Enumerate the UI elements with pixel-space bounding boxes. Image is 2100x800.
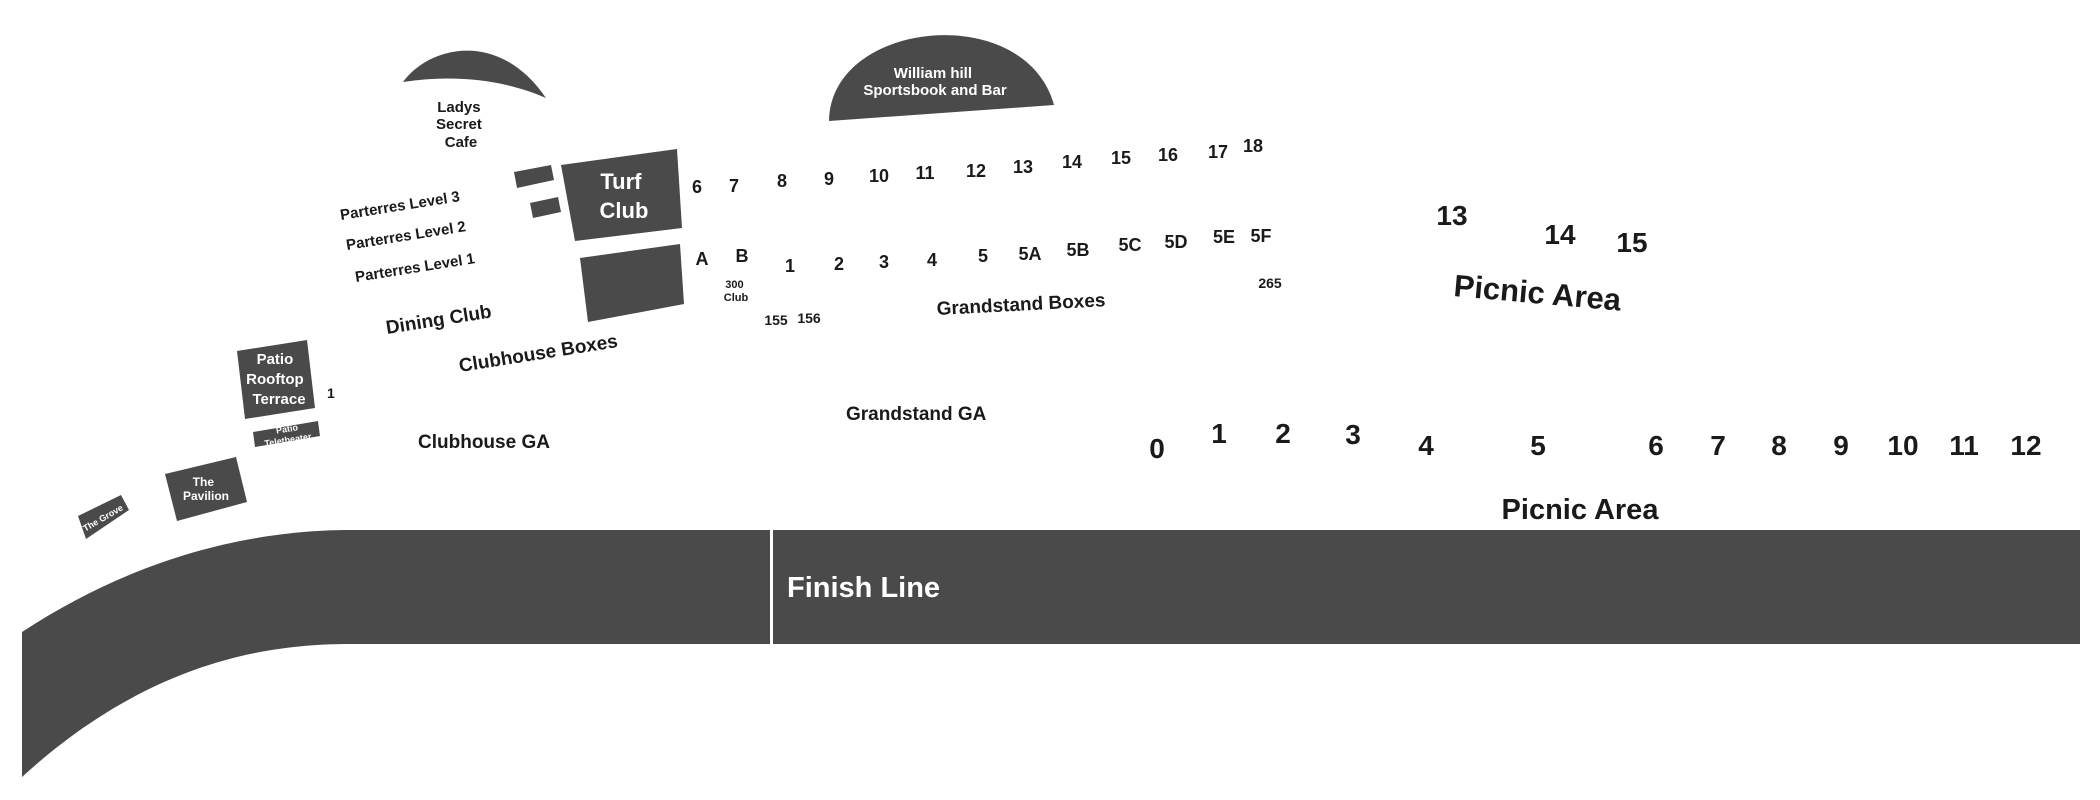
section-label[interactable]: 1 [785, 256, 795, 276]
parterres-level-2-box[interactable] [530, 197, 561, 218]
section-label[interactable]: 2 [834, 254, 844, 274]
section-label[interactable]: 9 [824, 169, 834, 189]
club-300-label[interactable]: 300 Club [724, 279, 749, 304]
section-label[interactable]: 3 [879, 252, 889, 272]
picnic-section-label[interactable]: 11 [1949, 430, 1979, 461]
section-156-label[interactable]: 156 [797, 310, 821, 326]
section-label[interactable]: 10 [869, 166, 889, 186]
clubhouse-ga-label: Clubhouse GA [418, 432, 550, 453]
section-label[interactable]: 5 [978, 246, 988, 266]
picnic-section-label[interactable]: 3 [1345, 419, 1361, 450]
section-label[interactable]: 5F [1250, 226, 1271, 246]
track-curve [22, 530, 770, 777]
section-label[interactable]: 5D [1164, 232, 1187, 252]
section-label[interactable]: 5B [1066, 240, 1089, 260]
patio-rooftop-terrace-section[interactable] [237, 340, 315, 419]
picnic-section-label[interactable]: 9 [1833, 430, 1849, 461]
picnic-section-label[interactable]: 2 [1275, 418, 1291, 449]
parterres-level-2-label: Parterres Level 2 [345, 218, 467, 254]
clubhouse-boxes-label: Clubhouse Boxes [457, 331, 619, 377]
section-1-left-label: 1 [327, 385, 335, 401]
dining-club-label: Dining Club [384, 302, 493, 339]
william-hill-sportsbook-section[interactable] [829, 35, 1054, 121]
section-label[interactable]: B [736, 246, 749, 266]
section-label[interactable]: 5E [1213, 227, 1235, 247]
picnic-section-label[interactable]: 15 [1616, 227, 1647, 258]
picnic-section-label[interactable]: 14 [1544, 219, 1576, 250]
picnic-section-label[interactable]: 7 [1710, 430, 1726, 461]
parterres-level-3-label: Parterres Level 3 [339, 188, 461, 224]
turf-club-section[interactable] [561, 149, 682, 241]
section-label[interactable]: 12 [966, 161, 986, 181]
picnic-section-label[interactable]: 0 [1149, 433, 1165, 464]
picnic-section-label[interactable]: 10 [1887, 430, 1918, 461]
section-label[interactable]: 11 [915, 163, 934, 183]
grandstand-ga-label: Grandstand GA [846, 404, 987, 425]
section-label[interactable]: 8 [777, 171, 787, 191]
picnic-section-label[interactable]: 6 [1648, 430, 1664, 461]
picnic-area-lower-label: Picnic Area [1502, 494, 1660, 526]
section-label[interactable]: 4 [927, 250, 937, 270]
section-155-label[interactable]: 155 [764, 312, 788, 328]
parterres-level-3-box[interactable] [514, 165, 554, 188]
section-label[interactable]: 5A [1018, 244, 1041, 264]
picnic-lower-row: 0 1 2 3 4 5 6 7 8 9 10 11 12 [1149, 418, 2041, 464]
ladys-secret-cafe-label: Ladys Secret Cafe [436, 99, 486, 151]
william-hill-label: William hill Sportsbook and Bar [863, 65, 1007, 99]
section-label[interactable]: 15 [1111, 148, 1131, 168]
track-straight [773, 530, 2080, 644]
grandstand-boxes-label: Grandstand Boxes [936, 290, 1106, 320]
section-label[interactable]: 18 [1243, 136, 1263, 156]
section-label[interactable]: 7 [729, 176, 739, 196]
picnic-area-upper-label: Picnic Area [1452, 268, 1623, 318]
patio-teletheater-section[interactable] [253, 421, 320, 447]
section-label[interactable]: 14 [1062, 152, 1082, 172]
picnic-section-label[interactable]: 5 [1530, 430, 1546, 461]
the-grove-section[interactable] [78, 495, 129, 539]
the-pavilion-label: The Pavilion [183, 475, 229, 503]
finish-line-label: Finish Line [787, 572, 940, 604]
patio-rooftop-terrace-label: Patio Rooftop Terrace [246, 351, 308, 408]
section-265-label[interactable]: 265 [1258, 275, 1282, 291]
section-label[interactable]: 5C [1118, 235, 1141, 255]
section-label[interactable]: 16 [1158, 145, 1178, 165]
clubhouse-boxes-block[interactable] [580, 244, 684, 322]
picnic-section-label[interactable]: 1 [1211, 418, 1227, 449]
ladys-secret-cafe-section[interactable] [403, 50, 546, 98]
grandstand-middle-row: A B 1 2 3 4 5 5A 5B 5C 5D 5E 5F [696, 226, 1272, 276]
the-pavilion-section[interactable] [165, 457, 247, 521]
picnic-section-label[interactable]: 12 [2010, 430, 2041, 461]
picnic-section-label[interactable]: 8 [1771, 430, 1787, 461]
section-label[interactable]: 13 [1013, 157, 1033, 177]
section-label[interactable]: 17 [1208, 142, 1228, 162]
parterres-level-1-label: Parterres Level 1 [354, 250, 476, 286]
section-label[interactable]: 6 [692, 177, 702, 197]
section-label[interactable]: A [696, 249, 709, 269]
grandstand-upper-row: 6 7 8 9 10 11 12 13 14 15 16 17 18 [692, 136, 1263, 197]
picnic-section-label[interactable]: 4 [1418, 430, 1434, 461]
turf-club-label: Turf Club [600, 169, 649, 223]
picnic-section-label[interactable]: 13 [1436, 200, 1467, 231]
